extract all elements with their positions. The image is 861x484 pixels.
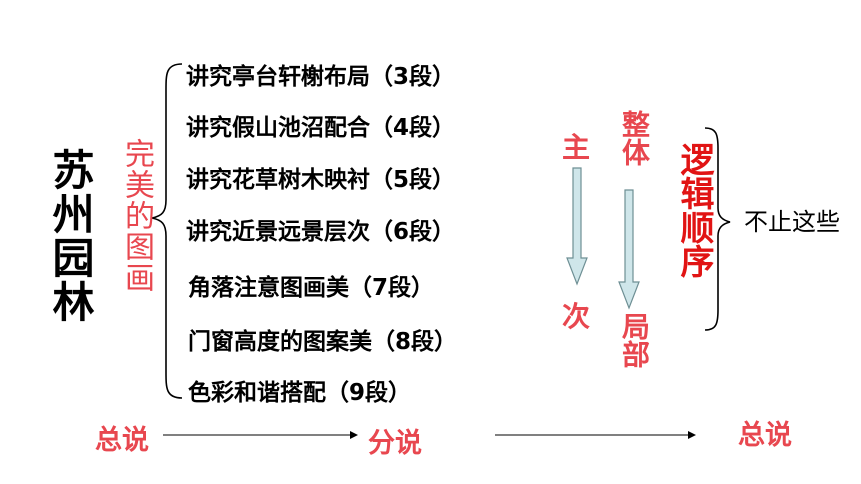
flow-arrow-1-head — [350, 431, 358, 439]
flow-arrow-2-head — [688, 431, 696, 439]
down-arrow-main — [566, 167, 588, 286]
list-item: 色彩和谐搭配（9段） — [188, 380, 412, 406]
left-brace — [151, 63, 183, 399]
flow-end: 总说 — [738, 420, 792, 451]
label-whole: 整体 — [618, 110, 651, 166]
list-item: 角落注意图画美（7段） — [188, 275, 435, 301]
list-item: 讲究亭台轩榭布局（3段） — [186, 64, 456, 90]
flow-middle: 分说 — [368, 428, 422, 459]
right-brace — [704, 127, 731, 331]
list-item: 门窗高度的图案美（8段） — [188, 329, 458, 355]
label-secondary: 次 — [562, 300, 591, 333]
list-item: 讲究近景远景层次（6段） — [186, 219, 456, 245]
label-main: 主 — [562, 131, 591, 164]
list-item: 讲究假山池沼配合（4段） — [186, 115, 456, 141]
not-only-label: 不止这些 — [744, 208, 840, 236]
list-item: 讲究花草树木映衬（5段） — [186, 167, 456, 193]
subtitle: 完美的图画 — [119, 138, 154, 293]
logic-order: 逻辑顺序 — [674, 142, 714, 278]
title: 苏州园林 — [46, 148, 95, 324]
down-arrow-whole — [618, 189, 640, 310]
flow-start: 总说 — [95, 425, 149, 456]
label-part: 局部 — [618, 312, 651, 368]
